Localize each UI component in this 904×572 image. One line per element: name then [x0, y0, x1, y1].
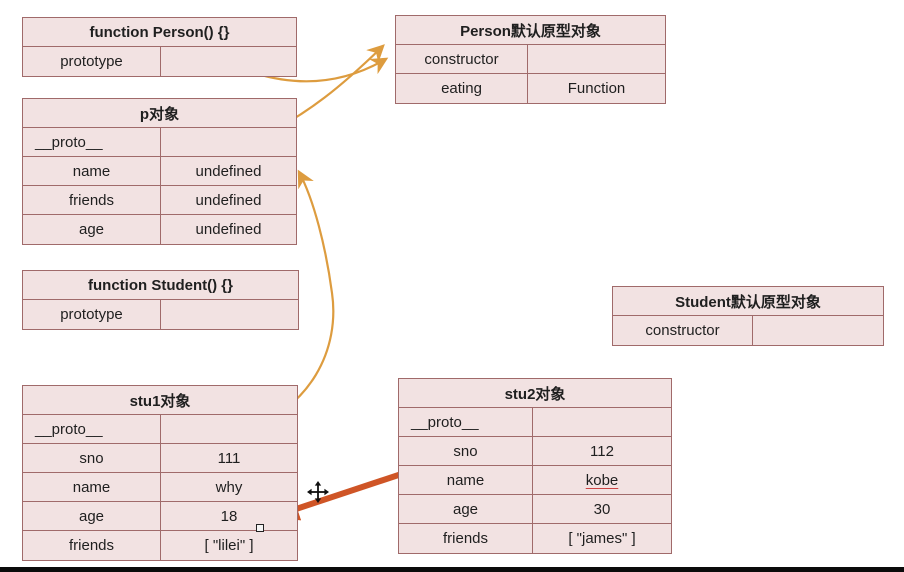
- table-student-default-prototype[interactable]: Student默认原型对象 constructor: [612, 286, 884, 346]
- table-title: p对象: [23, 99, 296, 128]
- table-function-person[interactable]: function Person() {} prototype: [22, 17, 297, 77]
- row-value: [753, 316, 883, 345]
- table-row: name kobe: [399, 466, 671, 495]
- table-row: age undefined: [23, 215, 296, 244]
- row-label: age: [23, 502, 161, 530]
- row-label: age: [23, 215, 161, 244]
- row-label: __proto__: [23, 128, 161, 156]
- row-label: friends: [23, 531, 161, 560]
- table-title: function Student() {}: [23, 271, 298, 300]
- row-label: constructor: [613, 316, 753, 345]
- table-row: friends [ "lilei" ]: [23, 531, 297, 560]
- row-value: why: [215, 478, 243, 496]
- table-row: prototype: [23, 47, 296, 76]
- table-row: __proto__: [23, 128, 296, 157]
- bottom-bar: [0, 567, 904, 572]
- table-title: Student默认原型对象: [613, 287, 883, 316]
- table-row: name why: [23, 473, 297, 502]
- row-label: friends: [399, 524, 533, 553]
- table-stu1-object[interactable]: stu1对象 __proto__ sno 111 name why age 18…: [22, 385, 298, 561]
- row-value: undefined: [195, 221, 262, 238]
- table-row: sno 111: [23, 444, 297, 473]
- row-label: age: [399, 495, 533, 523]
- table-row: friends undefined: [23, 186, 296, 215]
- table-function-student[interactable]: function Student() {} prototype: [22, 270, 299, 330]
- table-row: constructor: [613, 316, 883, 345]
- row-value: [161, 300, 298, 329]
- row-label: __proto__: [23, 415, 161, 443]
- row-label: sno: [23, 444, 161, 472]
- table-title: stu2对象: [399, 379, 671, 408]
- row-value: [528, 45, 665, 73]
- row-value: kobe: [585, 471, 619, 489]
- row-value: 112: [590, 442, 614, 460]
- row-value: undefined: [195, 191, 262, 209]
- table-stu2-object[interactable]: stu2对象 __proto__ sno 112 name kobe age 3…: [398, 378, 672, 554]
- table-row: sno 112: [399, 437, 671, 466]
- arrow-endpoint-handle[interactable]: [256, 524, 264, 532]
- row-label: prototype: [23, 300, 161, 329]
- row-label: constructor: [396, 45, 528, 73]
- row-label: name: [23, 473, 161, 501]
- row-label: __proto__: [399, 408, 533, 436]
- table-title: Person默认原型对象: [396, 16, 665, 45]
- table-row: age 18: [23, 502, 297, 531]
- move-cursor-icon: [307, 481, 329, 503]
- table-title: function Person() {}: [23, 18, 296, 47]
- row-value: 18: [220, 507, 238, 525]
- table-row: constructor: [396, 45, 665, 74]
- row-label: name: [399, 466, 533, 494]
- row-value: undefined: [195, 162, 262, 180]
- table-row: __proto__: [399, 408, 671, 437]
- row-value: [161, 128, 296, 156]
- row-value: [161, 415, 297, 443]
- table-row: prototype: [23, 300, 298, 329]
- table-title: stu1对象: [23, 386, 297, 415]
- row-label: name: [23, 157, 161, 185]
- row-label: sno: [399, 437, 533, 465]
- table-person-default-prototype[interactable]: Person默认原型对象 constructor eating Function: [395, 15, 666, 104]
- table-row: eating Function: [396, 74, 665, 103]
- row-value: 30: [593, 500, 611, 518]
- row-label: eating: [396, 74, 528, 103]
- row-value: [533, 408, 671, 436]
- table-row: name undefined: [23, 157, 296, 186]
- row-value: 111: [217, 449, 241, 467]
- table-row: age 30: [399, 495, 671, 524]
- row-value: Function: [567, 80, 626, 97]
- table-p-object[interactable]: p对象 __proto__ name undefined friends und…: [22, 98, 297, 245]
- row-label: prototype: [23, 47, 161, 76]
- row-value: [161, 47, 296, 76]
- table-row: __proto__: [23, 415, 297, 444]
- table-row: friends [ "james" ]: [399, 524, 671, 553]
- row-label: friends: [23, 186, 161, 214]
- row-value: [ "james" ]: [568, 530, 636, 547]
- row-value: [ "lilei" ]: [204, 537, 254, 554]
